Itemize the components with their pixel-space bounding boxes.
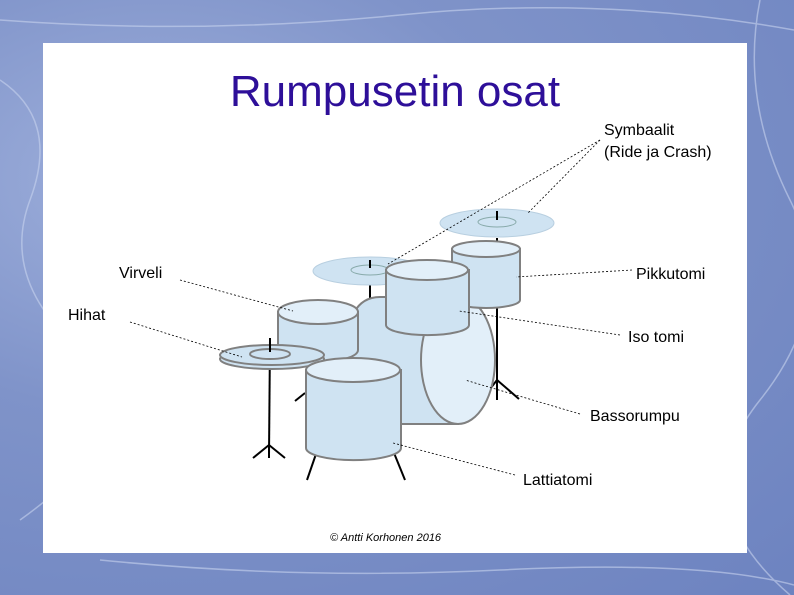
label-ride-crash: (Ride ja Crash)	[604, 144, 712, 161]
large-tom	[385, 259, 470, 337]
slide-title: Rumpusetin osat	[229, 67, 561, 116]
ride-cymbal	[439, 208, 555, 238]
floor-tom	[305, 357, 402, 462]
label-symbaalit: Symbaalit	[604, 122, 675, 139]
label-iso-tomi: Iso tomi	[628, 329, 685, 346]
label-bassorumpu: Bassorumpu	[590, 408, 680, 425]
label-hihat: Hihat	[68, 307, 106, 324]
label-lattiatomi: Lattiatomi	[523, 472, 593, 489]
hihat-cymbals	[219, 338, 325, 370]
label-virveli: Virveli	[119, 265, 163, 282]
leader-lines	[129, 139, 633, 476]
label-pikkutomi: Pikkutomi	[636, 266, 706, 283]
